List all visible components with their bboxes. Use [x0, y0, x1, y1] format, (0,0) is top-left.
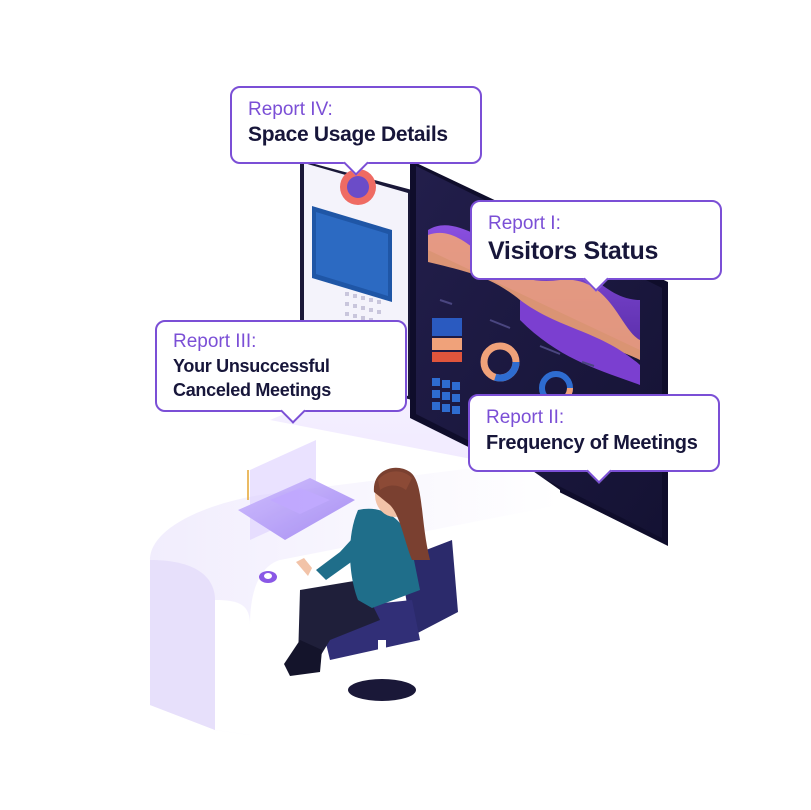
report-ii-title: Frequency of Meetings: [486, 432, 698, 454]
report-iv-title: Space Usage Details: [248, 123, 448, 146]
report-i-callout: Report I: Visitors Status: [470, 200, 722, 280]
report-iii-title-line2: Canceled Meetings: [173, 380, 331, 400]
laptop-hologram: [238, 440, 355, 540]
report-iii-callout: Report III: Your Unsuccessful Canceled M…: [155, 320, 407, 412]
report-i-label: Report I:: [488, 213, 561, 234]
report-i-title: Visitors Status: [488, 237, 659, 265]
report-iii-label: Report III:: [173, 331, 257, 352]
report-ii-label: Report II:: [486, 407, 565, 428]
report-iv-callout: Report IV: Space Usage Details: [230, 86, 482, 164]
report-iv-label: Report IV:: [248, 99, 333, 120]
report-ii-callout: Report II: Frequency of Meetings: [468, 394, 720, 472]
report-iii-title-line1: Your Unsuccessful: [173, 356, 330, 376]
person-working: [284, 467, 430, 676]
